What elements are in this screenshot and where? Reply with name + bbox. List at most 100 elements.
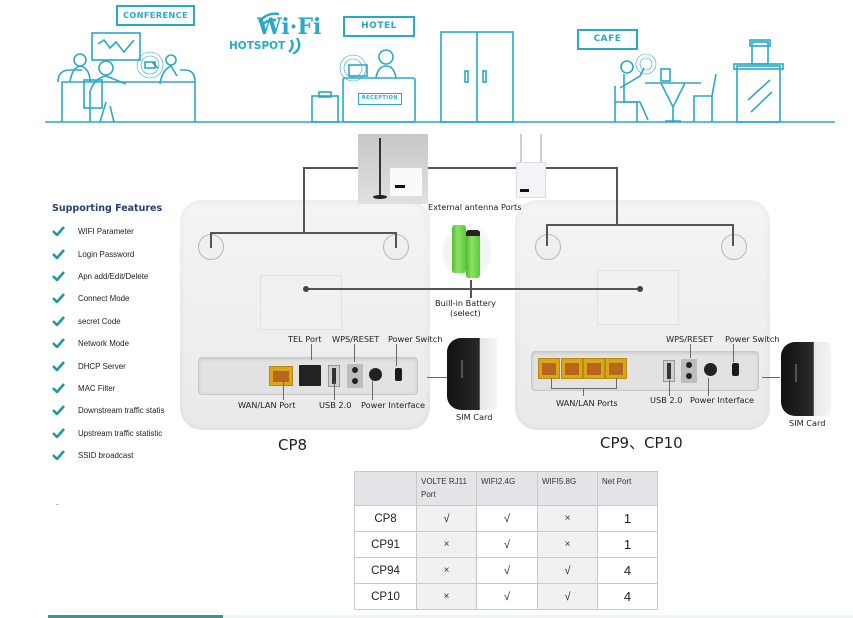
label-area bbox=[260, 275, 342, 330]
model-name-cell: CP10 bbox=[354, 583, 417, 610]
model-name-cell: CP91 bbox=[354, 531, 417, 558]
table-cell: 4 bbox=[597, 583, 658, 610]
feature-item: Upstream traffic statistic bbox=[52, 422, 182, 444]
feature-item: Login Password bbox=[52, 242, 182, 264]
table-cell: √ bbox=[537, 557, 598, 584]
illustration-lines bbox=[45, 31, 835, 123]
cp9-cp10-router-image bbox=[515, 200, 770, 430]
conference-sign: CONFERENCE bbox=[116, 5, 195, 26]
table-cell: × bbox=[537, 531, 598, 558]
wan-lan-port-icon bbox=[561, 358, 583, 379]
wifi-wordmark: Wi·Fi bbox=[257, 14, 322, 40]
wan-lan-port-icon bbox=[538, 358, 560, 379]
cp9-power-interface-label: Power Interface bbox=[690, 395, 755, 405]
suitcase-icon bbox=[311, 95, 339, 123]
feature-label: Upstream traffic statistic bbox=[78, 427, 163, 438]
wifi-signal-icon bbox=[258, 12, 301, 54]
table-cell: √ bbox=[416, 505, 477, 532]
feature-item: WIFI Parameter bbox=[52, 220, 182, 242]
wifi-scenario-illustration: CONFERENCE HOTEL RECEPTION CAFE Wi·Fi HO… bbox=[0, 0, 853, 125]
feature-item: DHCP Server bbox=[52, 354, 182, 376]
feature-item: MAC Filter bbox=[52, 377, 182, 399]
cp9-sim-card-slot-photo bbox=[781, 342, 831, 416]
cp9-power-switch-label: Power Switch bbox=[725, 334, 780, 344]
table-cell: √ bbox=[476, 583, 538, 610]
table-row: CP10×√√4 bbox=[354, 583, 658, 610]
cp9-wps-reset-label: WPS/RESET bbox=[666, 334, 714, 344]
wps-reset-button-icon bbox=[681, 359, 697, 383]
stray-mark bbox=[56, 504, 59, 505]
check-icon bbox=[52, 383, 65, 393]
table-cell: × bbox=[416, 557, 477, 584]
check-icon bbox=[52, 450, 65, 461]
check-icon bbox=[52, 360, 65, 371]
table-header-cell: WIFI5.8G bbox=[537, 471, 598, 506]
feature-item: Connect Mode bbox=[52, 287, 182, 309]
battery-photo bbox=[442, 222, 492, 282]
battery-note: (select) bbox=[450, 308, 481, 318]
cp8-wps-reset-label: WPS/RESET bbox=[332, 334, 380, 344]
person-icon bbox=[620, 60, 634, 74]
table-row: CP8√√×1 bbox=[354, 505, 658, 532]
feature-label: DHCP Server bbox=[78, 360, 126, 371]
coffee-cup-icon bbox=[660, 68, 671, 82]
wan-lan-port-icon bbox=[583, 358, 605, 379]
features-title: Supporting Features bbox=[52, 203, 163, 214]
table-cell: × bbox=[416, 531, 477, 558]
wifi-hotspot-logo: Wi·Fi HOTSPOT bbox=[229, 10, 321, 54]
battery-label: Buill-in Battery bbox=[435, 298, 496, 308]
wan-lan-port-icon bbox=[269, 366, 293, 386]
table-header-row: VOLTE RJ11 Port WIFI2.4G WIFI5.8G Net Po… bbox=[354, 471, 658, 506]
table-cell: × bbox=[416, 583, 477, 610]
person-icon bbox=[165, 54, 177, 66]
feature-label: SSID broadcast bbox=[78, 450, 134, 461]
table-cell: √ bbox=[537, 583, 598, 610]
power-interface-icon bbox=[369, 368, 382, 381]
bottom-accent-segment bbox=[48, 615, 223, 618]
table-cell: √ bbox=[476, 531, 538, 558]
feature-item: SSID broadcast bbox=[52, 444, 182, 466]
external-antenna-label: External antenna Ports bbox=[428, 202, 522, 212]
check-icon bbox=[52, 248, 65, 259]
coffee-machine-icon bbox=[751, 41, 769, 65]
cp8-power-interface-label: Power Interface bbox=[361, 400, 426, 410]
table-header-cell: WIFI2.4G bbox=[476, 471, 538, 506]
antenna-port-icon bbox=[535, 234, 561, 260]
cp8-usb-label: USB 2.0 bbox=[319, 400, 352, 410]
cp9-wan-lan-label: WAN/LAN Ports bbox=[556, 398, 618, 408]
cp9-usb-label: USB 2.0 bbox=[650, 395, 683, 405]
table-cell: √ bbox=[476, 557, 538, 584]
cp8-router-image bbox=[180, 200, 430, 430]
battery-cell-icon bbox=[452, 225, 466, 273]
antenna-port-icon bbox=[721, 234, 747, 260]
cp8-sim-card-label: SIM Card bbox=[456, 412, 493, 422]
label-area bbox=[597, 270, 679, 325]
feature-item: secret Code bbox=[52, 310, 182, 332]
model-name-cell: CP94 bbox=[354, 557, 417, 584]
router-ports-diagram: External antenna Ports Buill-in Battery … bbox=[170, 130, 853, 470]
feature-label: Connect Mode bbox=[78, 293, 130, 304]
feature-label: Downstream traffic statis bbox=[78, 405, 165, 416]
check-icon bbox=[52, 271, 65, 281]
table-cell: √ bbox=[476, 505, 538, 532]
wan-lan-port-icon bbox=[605, 358, 627, 379]
check-icon bbox=[52, 226, 65, 237]
check-icon bbox=[52, 405, 65, 416]
cafe-table-icon bbox=[645, 82, 701, 122]
cp8-wan-lan-label: WAN/LAN Port bbox=[238, 400, 296, 410]
cp8-model-label: CP8 bbox=[278, 436, 308, 454]
hotel-sign: HOTEL bbox=[343, 16, 415, 37]
table-header-cell: Net Port bbox=[597, 471, 658, 506]
table-cell: 1 bbox=[597, 505, 658, 532]
table-cell: 4 bbox=[597, 557, 658, 584]
model-name-cell: CP8 bbox=[354, 505, 417, 532]
person-icon bbox=[98, 60, 114, 76]
cp9-cp10-model-label: CP9、CP10 bbox=[600, 434, 683, 452]
battery-cell-icon bbox=[466, 230, 480, 278]
cafe-chair-icon bbox=[693, 73, 717, 122]
chart-screen-icon bbox=[91, 32, 141, 61]
display-fridge-icon bbox=[736, 65, 781, 123]
